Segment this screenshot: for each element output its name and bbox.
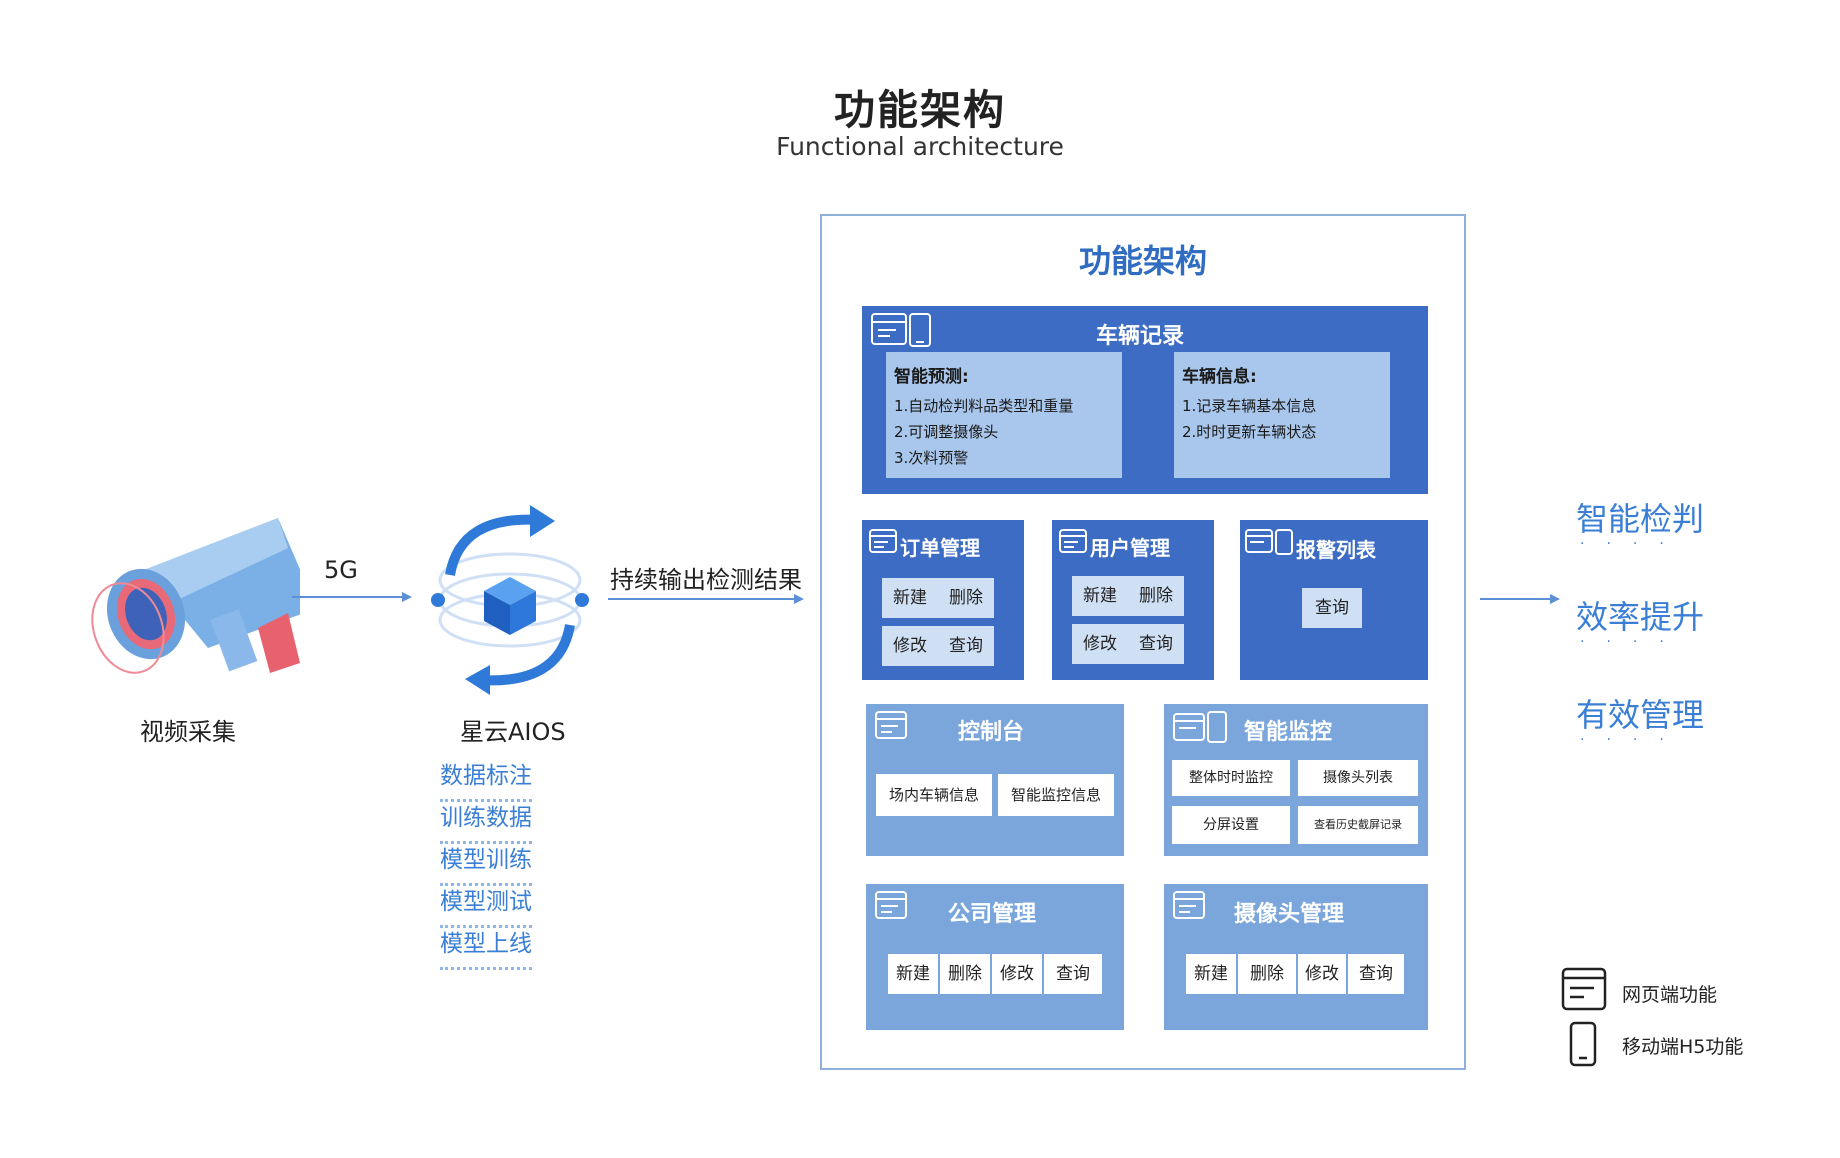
- order-mgmt-title: 订单管理: [900, 536, 980, 560]
- console-title: 控制台: [958, 720, 1025, 745]
- legend-mobile-label: 移动端H5功能: [1622, 1036, 1744, 1058]
- aios-step: 模型上线: [440, 928, 532, 970]
- camera-edit-button[interactable]: 修改: [1298, 954, 1346, 994]
- company-delete-button[interactable]: 删除: [940, 954, 990, 994]
- outcome-dots: ....: [1580, 728, 1686, 744]
- monitor-split-screen-button[interactable]: 分屏设置: [1172, 806, 1290, 844]
- aios-step: 数据标注: [440, 760, 532, 802]
- web-mobile-icon: [871, 313, 931, 347]
- aios-step: 训练数据: [440, 802, 532, 844]
- smart-prediction-line: 2.可调整摄像头: [894, 423, 999, 441]
- link-5g-label: 5G: [324, 556, 358, 584]
- alarm-query-button[interactable]: 查询: [1302, 588, 1362, 628]
- monitor-realtime-button[interactable]: 整体时时监控: [1172, 760, 1290, 796]
- alarm-list-title: 报警列表: [1296, 538, 1376, 562]
- outcome-efficiency: 效率提升: [1575, 598, 1704, 636]
- vehicle-info-heading: 车辆信息:: [1182, 367, 1257, 387]
- video-capture-label: 视频采集: [140, 718, 236, 746]
- aios-step: 模型训练: [440, 844, 532, 886]
- company-query-button[interactable]: 查询: [1044, 954, 1102, 994]
- legend-web-label: 网页端功能: [1622, 984, 1718, 1006]
- camera-mgmt-title: 摄像头管理: [1234, 902, 1345, 927]
- user-delete-button[interactable]: 删除: [1128, 576, 1184, 616]
- smart-prediction-line: 1.自动检判料品类型和重量: [894, 397, 1074, 415]
- continuous-output-label: 持续输出检测结果: [610, 566, 802, 594]
- smart-prediction-line: 3.次料预警: [894, 449, 969, 467]
- user-edit-button[interactable]: 修改: [1072, 624, 1128, 664]
- smart-prediction-heading: 智能预测:: [894, 367, 969, 387]
- vehicle-info-box: 车辆信息: 1.记录车辆基本信息 2.时时更新车辆状态: [1174, 352, 1390, 478]
- web-page-icon: [1059, 529, 1087, 553]
- web-page-icon: [1561, 967, 1607, 1011]
- outcome-effective-mgmt: 有效管理: [1575, 696, 1704, 734]
- web-mobile-icon: [1245, 529, 1293, 555]
- monitor-camera-list-button[interactable]: 摄像头列表: [1298, 760, 1418, 796]
- console-vehicle-info-button[interactable]: 场内车辆信息: [876, 774, 992, 816]
- camera-icon: [91, 518, 300, 674]
- order-delete-button[interactable]: 删除: [938, 578, 994, 618]
- web-page-icon: [869, 529, 897, 553]
- aios-step: 模型测试: [440, 886, 532, 928]
- camera-delete-button[interactable]: 删除: [1238, 954, 1296, 994]
- user-query-button[interactable]: 查询: [1128, 624, 1184, 664]
- user-new-button[interactable]: 新建: [1072, 576, 1128, 616]
- order-edit-button[interactable]: 修改: [882, 626, 938, 666]
- camera-new-button[interactable]: 新建: [1186, 954, 1236, 994]
- arrow-right-icon: [1480, 594, 1560, 604]
- company-new-button[interactable]: 新建: [888, 954, 938, 994]
- web-page-icon: [1173, 891, 1205, 919]
- mobile-phone-icon: [1569, 1021, 1597, 1067]
- camera-query-button[interactable]: 查询: [1348, 954, 1404, 994]
- aios-label: 星云AIOS: [460, 718, 566, 746]
- page-subtitle: Functional architecture: [776, 132, 1064, 161]
- user-mgmt-title: 用户管理: [1090, 536, 1170, 560]
- arrow-right-icon: [292, 592, 412, 602]
- smart-prediction-box: 智能预测: 1.自动检判料品类型和重量 2.可调整摄像头 3.次料预警: [886, 352, 1122, 478]
- smart-monitor-title: 智能监控: [1244, 720, 1333, 745]
- web-page-icon: [875, 891, 907, 919]
- vehicle-records-title: 车辆记录: [1096, 324, 1185, 349]
- console-monitor-info-button[interactable]: 智能监控信息: [998, 774, 1114, 816]
- web-mobile-icon: [1173, 711, 1227, 743]
- outcome-dots: ....: [1580, 532, 1686, 548]
- architecture-title: 功能架构: [1078, 242, 1207, 280]
- outcome-smart-judgement: 智能检判: [1575, 500, 1704, 538]
- company-mgmt-title: 公司管理: [948, 902, 1037, 927]
- web-page-icon: [875, 711, 907, 739]
- vehicle-info-line: 1.记录车辆基本信息: [1182, 397, 1317, 415]
- aios-cube-icon: [431, 505, 589, 695]
- order-new-button[interactable]: 新建: [882, 578, 938, 618]
- arrow-right-icon: [608, 594, 804, 604]
- aios-steps: 数据标注 训练数据 模型训练 模型测试 模型上线: [440, 760, 570, 970]
- monitor-history-button[interactable]: 查看历史截屏记录: [1298, 806, 1418, 844]
- vehicle-info-line: 2.时时更新车辆状态: [1182, 423, 1317, 441]
- company-edit-button[interactable]: 修改: [992, 954, 1042, 994]
- outcome-dots: ....: [1580, 630, 1686, 646]
- order-query-button[interactable]: 查询: [938, 626, 994, 666]
- page-title: 功能架构: [834, 86, 1006, 134]
